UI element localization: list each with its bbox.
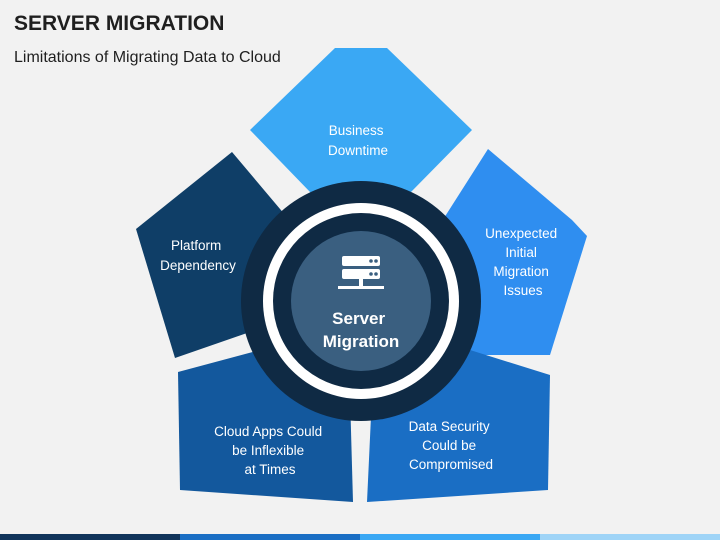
center-core — [291, 231, 431, 371]
slide-title: SERVER MIGRATION — [14, 12, 225, 35]
label-cloud-apps: Cloud Apps Could be Inflexible at Times — [214, 424, 326, 477]
slide-subtitle: Limitations of Migrating Data to Cloud — [14, 49, 281, 66]
label-data-security: Data Security Could be Compromised — [409, 419, 494, 472]
bottom-bar-segment — [360, 534, 540, 540]
server-icon — [338, 256, 384, 289]
label-unexpected-initial-migration-issues: Unexpected Initial Migration Issues — [485, 226, 561, 298]
bottom-bar-segment — [0, 534, 180, 540]
bottom-bar-segment — [540, 534, 720, 540]
segment-business-downtime — [250, 48, 472, 193]
bottom-bar-segment — [180, 534, 360, 540]
label-business-downtime: Business Downtime — [328, 123, 388, 158]
center-label: Server Migration — [323, 309, 400, 351]
label-platform-dependency: Platform Dependency — [160, 238, 236, 273]
bottom-color-bar — [0, 534, 720, 540]
